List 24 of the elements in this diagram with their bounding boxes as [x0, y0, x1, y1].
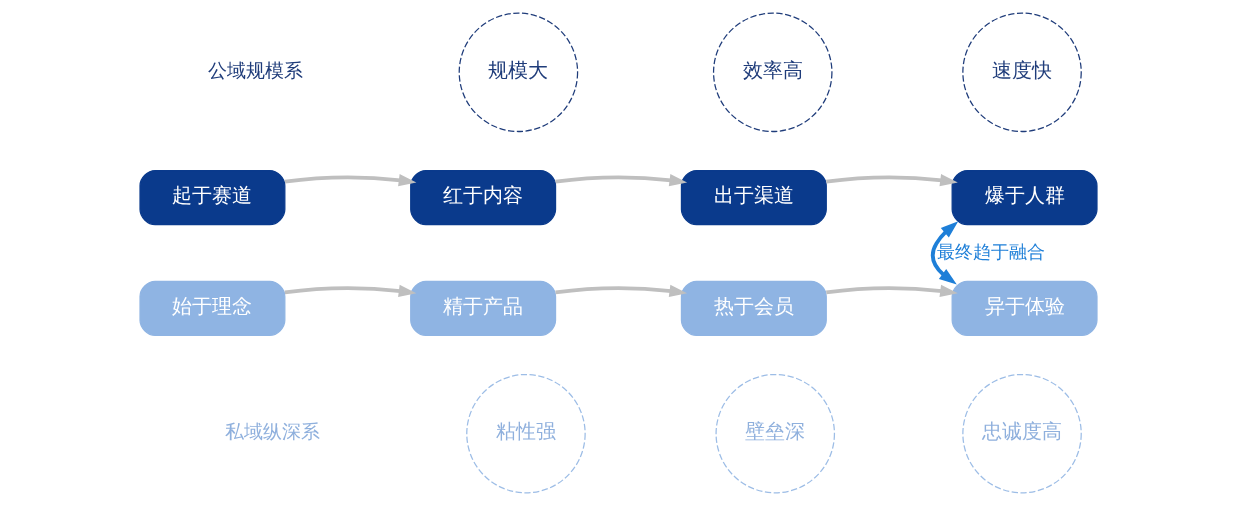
arrow: [554, 284, 687, 298]
label: 私域纵深系: [224, 420, 320, 443]
edge-label: 最终趋于融合: [936, 241, 1045, 262]
node-box: 红于内容: [409, 169, 556, 226]
node-box: 精于产品: [409, 280, 556, 337]
node-box: 异于体验: [951, 280, 1098, 337]
node-circle: 壁垒深: [714, 373, 835, 494]
arrow: [284, 284, 416, 298]
node-circle: 规模大: [458, 12, 578, 133]
node-circle: 速度快: [961, 12, 1082, 133]
arrow: [930, 221, 958, 285]
label: 公域规模系: [207, 58, 303, 81]
node-circle: 粘性强: [465, 373, 586, 494]
node-circle: 效率高: [712, 12, 833, 133]
node-box: 起于赛道: [138, 169, 285, 226]
arrow: [284, 174, 416, 187]
arrow: [825, 284, 958, 298]
arrow: [825, 174, 958, 187]
node-box: 爆于人群: [951, 169, 1098, 226]
arrow: [554, 174, 687, 187]
node-box: 始于理念: [138, 280, 285, 337]
node-circle: 忠诚度高: [961, 373, 1082, 494]
node-box: 热于会员: [680, 280, 827, 337]
node-box: 出于渠道: [680, 169, 827, 226]
